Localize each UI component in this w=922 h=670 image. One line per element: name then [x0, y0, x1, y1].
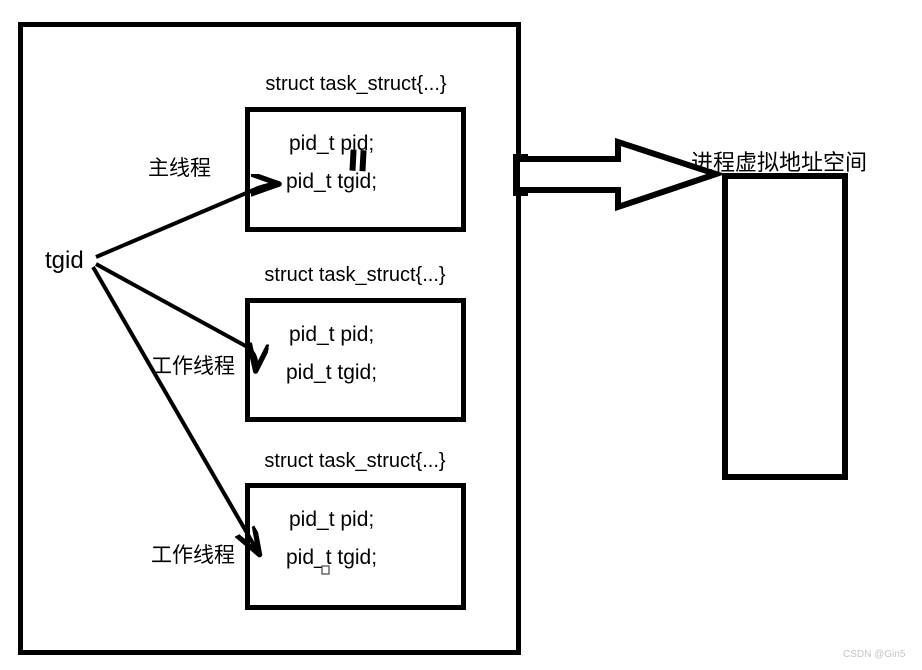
- virtual-address-space-box: [722, 173, 848, 480]
- task-struct-title-1: struct task_struct{...}: [264, 264, 446, 286]
- field-tgid-1: pid_t tgid;: [286, 361, 378, 384]
- thread-role-label-2: 工作线程: [151, 544, 235, 567]
- task-struct-box-1: pid_t pid; pid_t tgid;: [245, 298, 466, 422]
- thread-role-label-1: 工作线程: [151, 355, 235, 378]
- watermark-text: CSDN @Gin5: [843, 649, 906, 660]
- process-container-box: [18, 22, 521, 655]
- task-struct-title-2: struct task_struct{...}: [264, 450, 446, 472]
- field-pid-2: pid_t pid;: [289, 508, 375, 531]
- field-tgid-0: pid_t tgid;: [286, 170, 378, 193]
- task-struct-title-0: struct task_struct{...}: [265, 73, 447, 95]
- tgid-label: tgid: [45, 247, 84, 274]
- field-pid-1: pid_t pid;: [289, 323, 375, 346]
- task-struct-box-0: pid_t pid; pid_t tgid;: [245, 107, 466, 232]
- task-struct-box-2: pid_t pid; pid_t tgid;: [245, 483, 466, 610]
- thread-role-label-0: 主线程: [148, 157, 211, 180]
- block-arrow-icon: [513, 137, 726, 212]
- field-tgid-2: pid_t tgid;: [286, 546, 378, 569]
- field-pid-0: pid_t pid;: [289, 132, 375, 155]
